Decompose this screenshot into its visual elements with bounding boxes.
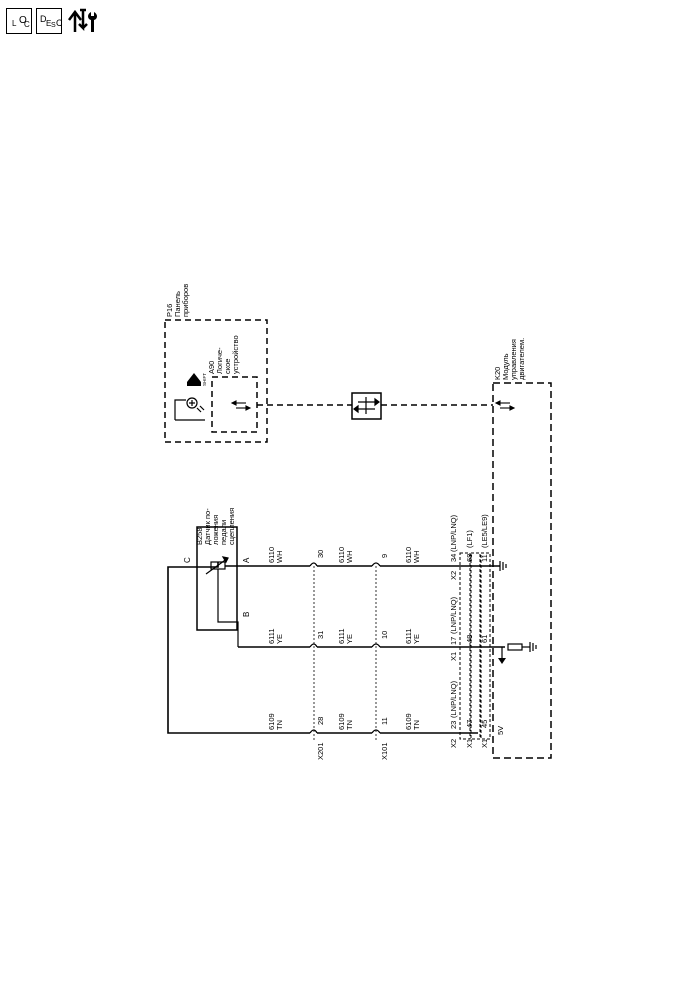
- w6109-num-2: 6109: [337, 713, 346, 730]
- b258-id: B258: [195, 527, 204, 545]
- k20-x1-lf1-box: [470, 552, 481, 740]
- bus-symbol-arrows-icon: [353, 397, 380, 414]
- input-arrow-icon: [498, 658, 506, 664]
- x201-pin-31-label: 31: [316, 631, 325, 639]
- r2-conn: X1: [449, 652, 458, 661]
- w6109-col-1: TN: [275, 720, 284, 730]
- w6109-col-2: TN: [345, 720, 354, 730]
- x101-label: X101: [380, 742, 389, 760]
- x101-pin-11-label: 11: [380, 717, 389, 725]
- r1c-opt: (LE5/LE9): [480, 514, 489, 548]
- a90-label-1: Логиче-: [215, 347, 224, 374]
- p16-label-1: Панель: [173, 291, 182, 317]
- k20-label-3: двигателем.: [517, 338, 526, 380]
- r2c-pin: 61: [480, 635, 489, 643]
- r2-pin: 17: [449, 637, 458, 645]
- description-view-button[interactable]: D E S C: [36, 8, 63, 34]
- r1-opt: (LNP/LNQ): [449, 514, 458, 552]
- pulldown-resistor-ground: [501, 642, 537, 660]
- description-letter-e: E: [46, 19, 52, 28]
- b258-sensor-box: [196, 526, 238, 631]
- w6111-col-2: YE: [345, 634, 354, 644]
- a90-label-3: устройство: [231, 335, 240, 374]
- wire-6109: [167, 562, 310, 734]
- description-letter-s: S: [51, 22, 56, 29]
- x101-pin-10-label: 10: [380, 631, 389, 639]
- location-letter-l: L: [12, 19, 17, 28]
- shift-label: SHIFT: [202, 373, 207, 386]
- x101-pin-9-label: 9: [380, 554, 389, 558]
- r3-pin: 23: [449, 721, 458, 729]
- shift-arrow-icon: [187, 373, 201, 382]
- b258-label-3: педали: [219, 520, 228, 545]
- w6109-col-3: TN: [412, 720, 421, 730]
- k20-label-1: Модуль: [501, 353, 510, 380]
- shift-indicator-icon: [174, 397, 205, 421]
- r3c-conn: X1: [480, 739, 489, 748]
- w6109-num-3: 6109: [404, 713, 413, 730]
- w6111-col-1: YE: [275, 634, 284, 644]
- b258-resistor-symbol: [205, 556, 239, 647]
- p16-instrument-panel-box: [164, 319, 268, 443]
- w6111-num-1: 6111: [267, 628, 276, 644]
- diagnostics-icon[interactable]: [66, 6, 100, 36]
- v5-label: 5V: [496, 726, 505, 735]
- x201-pin-28-label: 28: [316, 717, 325, 725]
- x201-label: X201: [316, 742, 325, 760]
- k20-x2-lnp-box: [459, 552, 471, 740]
- r1b-pin: 68: [465, 554, 474, 562]
- description-letter-d: D: [40, 14, 47, 24]
- k20-label-2: управления: [509, 339, 518, 380]
- r3c-pin: 45: [480, 720, 489, 728]
- b258-label-4: сцепления: [227, 508, 236, 545]
- k20-data-arrows-icon: [494, 400, 516, 411]
- r3b-conn: X1: [465, 739, 474, 748]
- location-letter-o: O: [19, 15, 27, 26]
- b258-label-1: Датчик по-: [203, 508, 212, 545]
- r2b-pin: 48: [465, 635, 474, 643]
- r1c-pin: 11: [480, 554, 489, 562]
- p16-id: P16: [165, 304, 174, 317]
- a90-label-2: ское: [223, 359, 232, 374]
- pin-b: B: [242, 612, 251, 617]
- r1-conn: X2: [449, 571, 458, 580]
- r1-pin: 34: [449, 554, 458, 562]
- x201-pin-30-label: 30: [316, 550, 325, 558]
- w6110-col-2: WH: [345, 551, 354, 564]
- k20-ecm-box: [492, 382, 552, 759]
- r3-conn: X2: [449, 739, 458, 748]
- x101-pin-9: [371, 562, 381, 567]
- b258-label-2: ложения: [211, 515, 220, 545]
- w6111-num-3: 6111: [404, 628, 413, 644]
- x201-pin-30: [309, 562, 318, 567]
- w6110-num-3: 6110: [404, 547, 413, 563]
- w6109-num-1: 6109: [267, 713, 276, 730]
- location-view-button[interactable]: L O C: [6, 8, 32, 34]
- pin-a: A: [242, 557, 251, 563]
- a90-data-arrows-icon: [230, 400, 252, 411]
- location-letter-c: C: [24, 20, 30, 29]
- k20-x1-le5-box: [480, 552, 491, 740]
- w6110-col-1: WH: [275, 551, 284, 564]
- a90-id: A90: [207, 361, 216, 374]
- ground-symbol-top: [499, 561, 507, 571]
- w6110-num-2: 6110: [337, 547, 346, 563]
- r3b-pin: 47: [465, 720, 474, 728]
- k20-id: K20: [493, 367, 502, 380]
- r3-opt: (LNP/LNQ): [449, 680, 458, 718]
- serial-bus-symbol: [351, 392, 382, 420]
- description-letter-c: C: [56, 18, 63, 28]
- w6110-num-1: 6110: [267, 547, 276, 563]
- w6111-col-3: YE: [412, 634, 421, 644]
- w6111-num-2: 6111: [337, 628, 346, 644]
- x201-pin-28: [309, 729, 318, 734]
- p16-label-2: приборов: [181, 284, 190, 317]
- x201-pin-31: [309, 643, 318, 648]
- toolbar: L O C D E S C: [6, 6, 100, 36]
- r1b-opt: (LF1): [465, 530, 474, 548]
- w6110-col-3: WH: [412, 551, 421, 564]
- pin-c: C: [183, 557, 192, 563]
- r2-opt: (LNP/LNQ): [449, 596, 458, 634]
